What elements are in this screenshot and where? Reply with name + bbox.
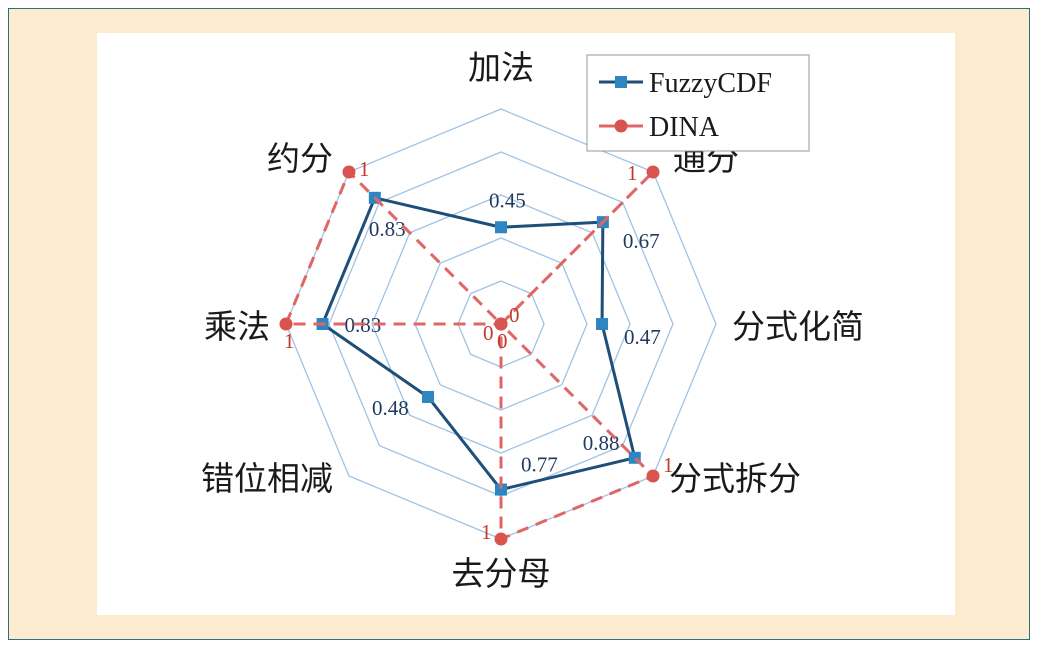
- axis-label-6: 乘法: [204, 307, 270, 346]
- series-1-value-label-7: 1: [359, 157, 370, 181]
- series-1-value-label-2: 0: [483, 321, 494, 345]
- series-0-value-label-0: 0.45: [489, 188, 526, 212]
- radar-chart: 加法通分分式化简分式拆分去分母错位相减乘法约分0.450.670.470.880…: [201, 48, 864, 593]
- series-1-value-label-6: 1: [284, 329, 295, 353]
- series-1-marker-3: [646, 469, 660, 483]
- series-1-value-label-5: 0: [509, 303, 520, 327]
- series-0-value-label-7: 0.83: [369, 217, 406, 241]
- series-0-value-label-2: 0.47: [624, 325, 661, 349]
- series-1-marker-7: [342, 165, 356, 179]
- grid-ring-4: [328, 151, 674, 497]
- series-0-marker-4: [495, 483, 507, 496]
- axis-label-5: 错位相减: [201, 459, 333, 498]
- series-0-value-label-1: 0.67: [623, 229, 660, 253]
- grid-ring-2: [414, 237, 588, 411]
- series-1-marker-5: [494, 317, 508, 331]
- series-1-value-label-4: 1: [481, 520, 492, 544]
- series-1-marker-6: [279, 317, 293, 331]
- legend-label-1: DINA: [649, 112, 720, 143]
- axis-label-7: 约分: [267, 139, 333, 178]
- series-0-marker-5: [422, 390, 435, 403]
- series-0-value-label-5: 0.48: [372, 396, 409, 420]
- series-1-value-label-0: 0: [497, 329, 508, 353]
- series-0-value-label-4: 0.77: [521, 453, 558, 477]
- series-1-value-label-3: 1: [663, 453, 674, 477]
- legend-label-0: FuzzyCDF: [649, 68, 772, 99]
- series-0-marker-0: [495, 221, 507, 234]
- axis-label-2: 分式化简: [732, 307, 864, 346]
- legend-swatch-marker-0: [615, 76, 627, 88]
- axis-label-0: 加法: [468, 48, 534, 87]
- legend-swatch-marker-1: [614, 119, 628, 133]
- series-0-marker-2: [596, 318, 609, 330]
- axis-label-4: 去分母: [452, 554, 551, 593]
- series-0-value-label-3: 0.88: [583, 431, 620, 455]
- series-1-value-label-1: 1: [627, 161, 638, 185]
- grid-ring-3: [371, 194, 631, 454]
- series-1-marker-4: [494, 532, 508, 546]
- series-1-marker-1: [646, 165, 660, 179]
- legend-box: [586, 54, 810, 152]
- axis-label-3: 分式拆分: [669, 459, 801, 498]
